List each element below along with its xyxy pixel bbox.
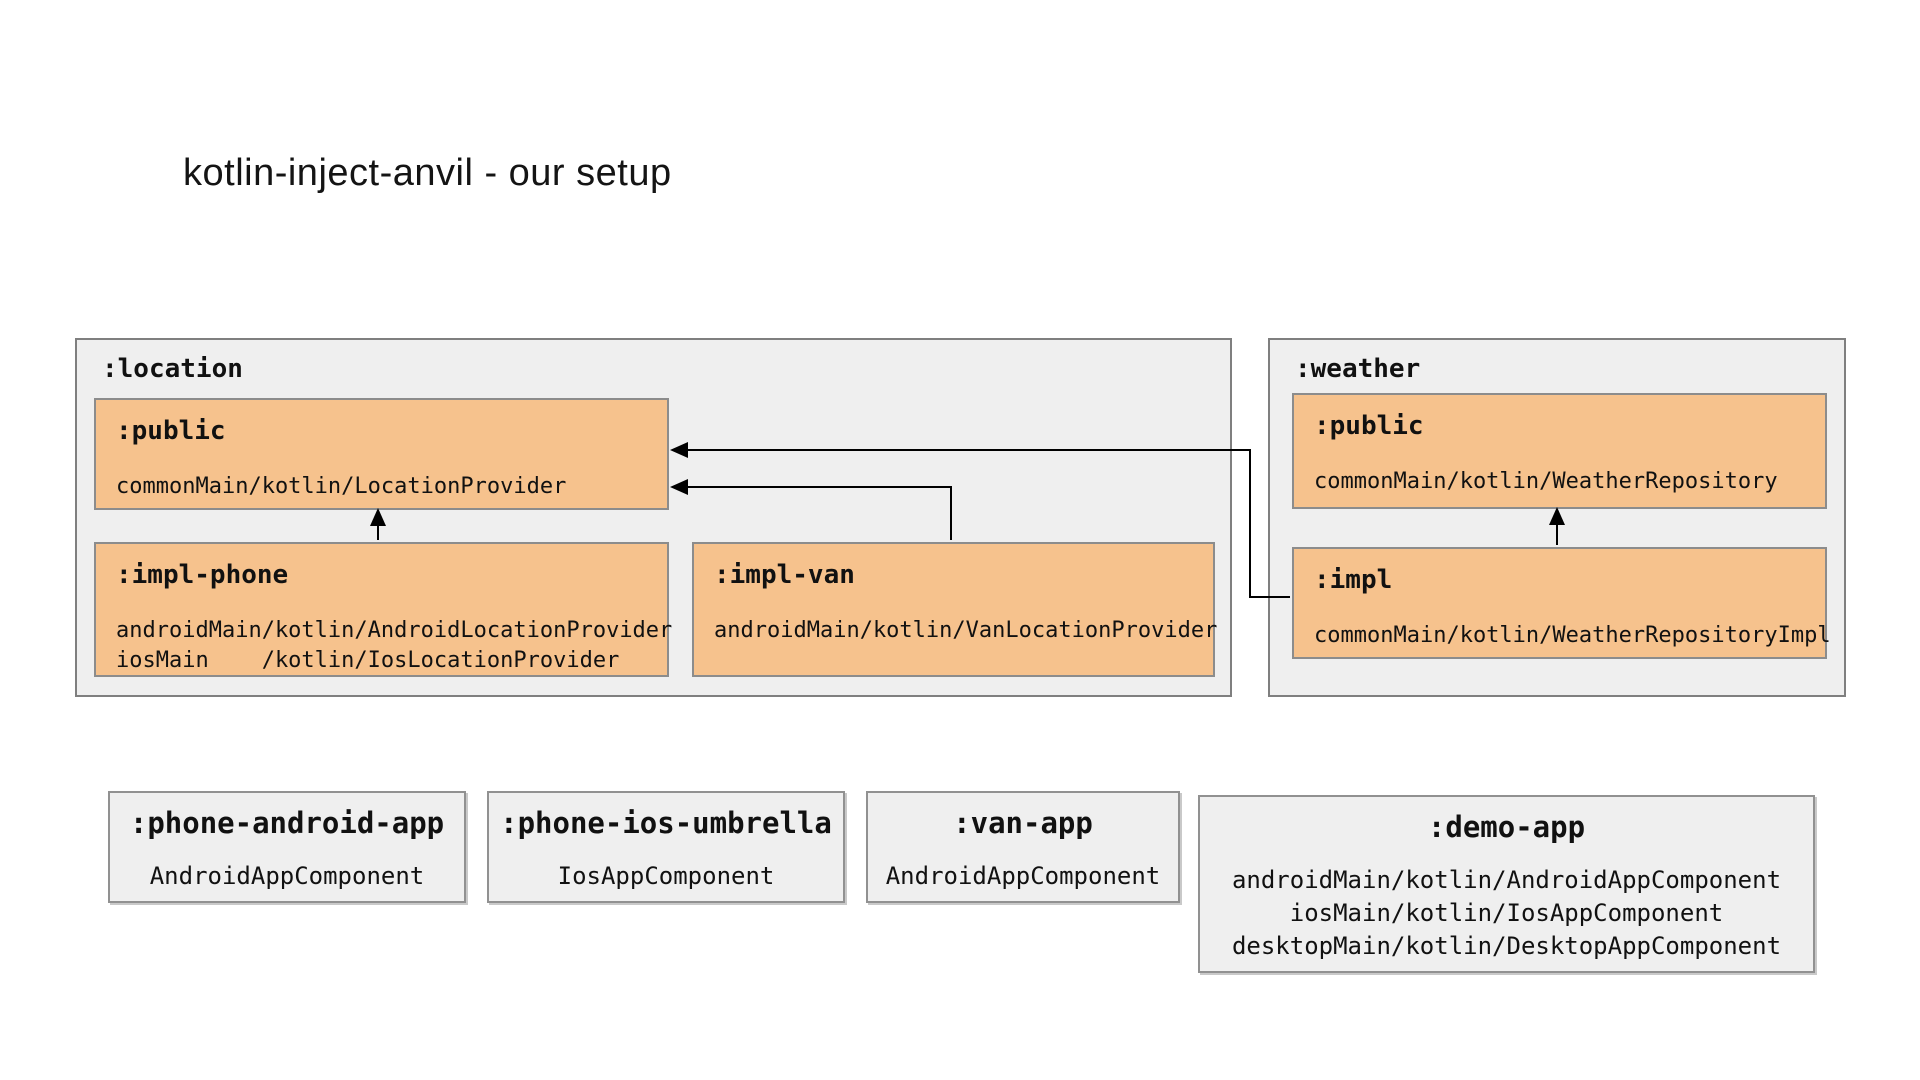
module-weather-impl-label: :impl bbox=[1314, 565, 1393, 595]
module-weather-public-line: commonMain/kotlin/WeatherRepository bbox=[1314, 469, 1778, 494]
module-location-impl-phone-label: :impl-phone bbox=[116, 560, 289, 590]
group-weather-label: :weather bbox=[1295, 354, 1421, 384]
app-phone-android-line: AndroidAppComponent bbox=[149, 862, 425, 890]
module-weather-public-label: :public bbox=[1314, 411, 1424, 441]
app-demo-line-3: desktopMain/kotlin/DesktopAppComponent bbox=[1231, 932, 1782, 960]
module-location-impl-van-line: androidMain/kotlin/VanLocationProvider bbox=[714, 618, 1218, 643]
module-location-impl-phone-line-1: androidMain/kotlin/AndroidLocationProvid… bbox=[116, 618, 673, 643]
app-van-line: AndroidAppComponent bbox=[885, 862, 1161, 890]
app-phone-android: :phone-android-app AndroidAppComponent bbox=[108, 791, 466, 903]
app-phone-android-label: :phone-android-app bbox=[129, 806, 445, 840]
module-location-public: :public commonMain/kotlin/LocationProvid… bbox=[94, 398, 669, 510]
module-location-impl-van: :impl-van androidMain/kotlin/VanLocation… bbox=[692, 542, 1218, 677]
app-demo: :demo-app androidMain/kotlin/AndroidAppC… bbox=[1198, 795, 1815, 973]
module-location-public-label: :public bbox=[116, 416, 226, 446]
slide-title: kotlin-inject-anvil - our setup bbox=[183, 152, 672, 194]
group-location: :location :public commonMain/kotlin/Loca… bbox=[75, 338, 1232, 697]
module-weather-impl: :impl commonMain/kotlin/WeatherRepositor… bbox=[1292, 547, 1831, 659]
app-phone-ios-umbrella: :phone-ios-umbrella IosAppComponent bbox=[487, 791, 845, 903]
app-demo-line-2: iosMain/kotlin/IosAppComponent bbox=[1289, 899, 1724, 927]
module-location-public-line: commonMain/kotlin/LocationProvider bbox=[116, 474, 567, 499]
app-demo-label: :demo-app bbox=[1427, 810, 1586, 844]
module-weather-impl-line: commonMain/kotlin/WeatherRepositoryImpl bbox=[1314, 623, 1831, 648]
group-weather: :weather :public commonMain/kotlin/Weath… bbox=[1268, 338, 1846, 697]
app-phone-ios-umbrella-label: :phone-ios-umbrella bbox=[500, 806, 832, 840]
app-van-label: :van-app bbox=[953, 806, 1093, 840]
app-phone-ios-umbrella-line: IosAppComponent bbox=[557, 862, 775, 890]
app-van: :van-app AndroidAppComponent bbox=[866, 791, 1180, 903]
module-location-impl-phone-line-2: iosMain /kotlin/IosLocationProvider bbox=[116, 648, 620, 673]
group-location-label: :location bbox=[102, 354, 243, 384]
module-location-impl-phone: :impl-phone androidMain/kotlin/AndroidLo… bbox=[94, 542, 673, 677]
app-demo-line-1: androidMain/kotlin/AndroidAppComponent bbox=[1231, 866, 1782, 894]
module-location-impl-van-label: :impl-van bbox=[714, 560, 855, 590]
module-weather-public: :public commonMain/kotlin/WeatherReposit… bbox=[1292, 393, 1827, 509]
